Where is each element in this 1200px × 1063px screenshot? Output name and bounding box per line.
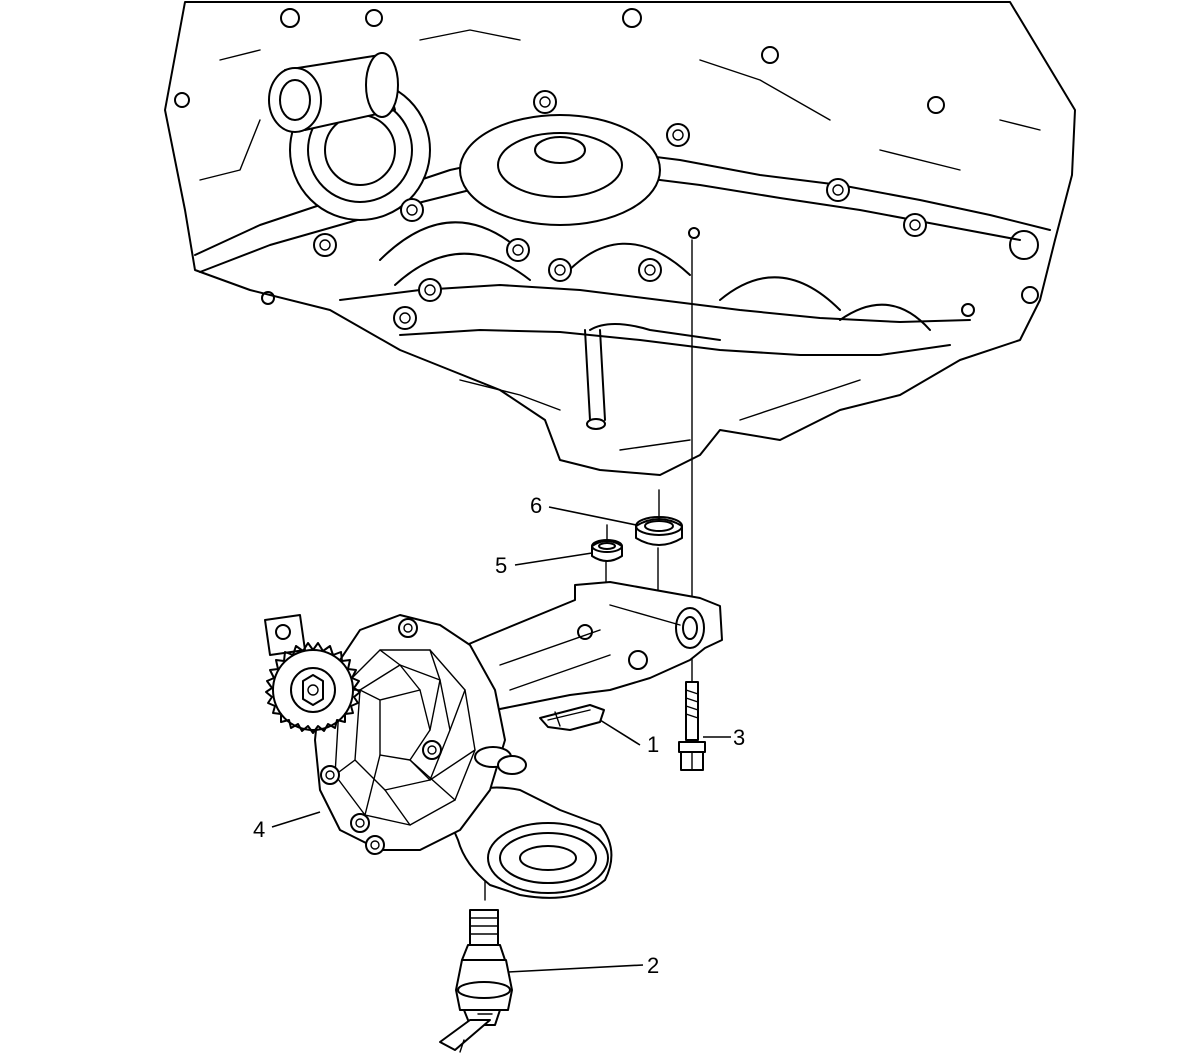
retaining-clip bbox=[539, 704, 605, 731]
callout-4: 4 bbox=[253, 811, 321, 842]
engine-block bbox=[164, 1, 1076, 476]
callout-2: 2 bbox=[507, 953, 659, 978]
callout-3-label: 3 bbox=[733, 725, 745, 750]
drive-sprocket bbox=[265, 642, 361, 734]
callout-6: 6 bbox=[530, 493, 637, 526]
oil-pump-assembly bbox=[264, 581, 723, 899]
callout-2-label: 2 bbox=[647, 953, 659, 978]
callout-3: 3 bbox=[703, 725, 745, 750]
callout-4-label: 4 bbox=[253, 817, 265, 842]
main-cap-bolts bbox=[313, 90, 927, 330]
seal-ring-large bbox=[635, 516, 683, 546]
pressure-control-solenoid bbox=[439, 909, 513, 1053]
seal-ring-small bbox=[591, 539, 623, 562]
callout-5: 5 bbox=[495, 552, 593, 578]
callout-5-label: 5 bbox=[495, 553, 507, 578]
callout-1: 1 bbox=[599, 719, 659, 757]
block-holes bbox=[174, 8, 1039, 317]
pump-bolt bbox=[678, 681, 706, 771]
callout-1-label: 1 bbox=[647, 732, 659, 757]
callout-6-label: 6 bbox=[530, 493, 542, 518]
